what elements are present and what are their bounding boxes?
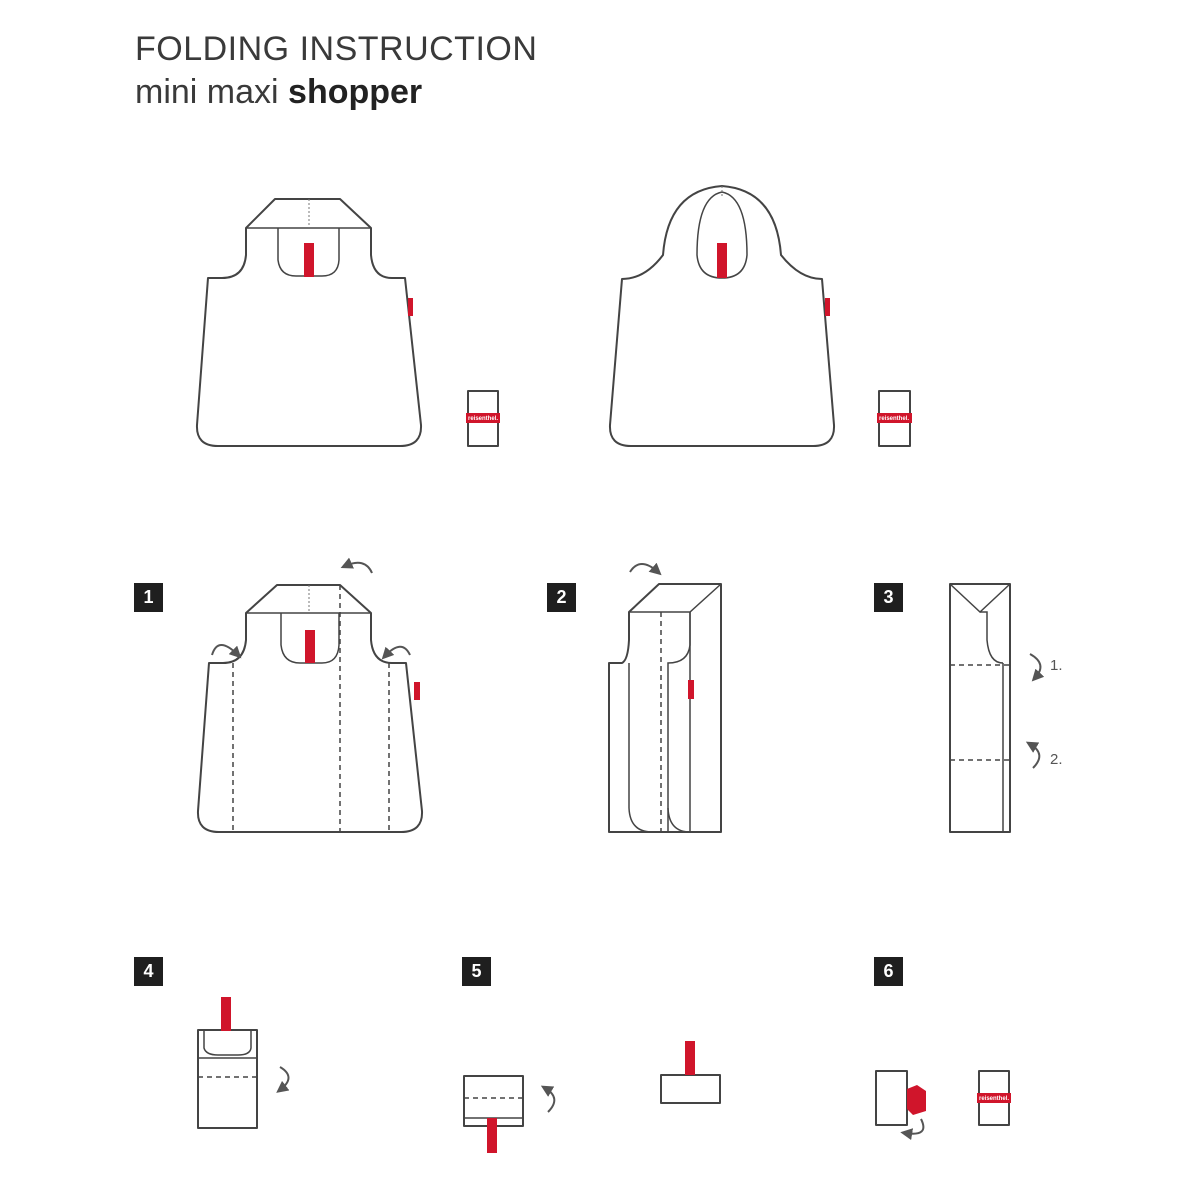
step-badge-4: 4	[134, 957, 163, 986]
bag-round-top	[608, 185, 836, 447]
page-title: FOLDING INSTRUCTION	[135, 30, 538, 68]
step-3-diagram	[949, 583, 1045, 833]
step-3-sub-label-1: 1.	[1050, 657, 1063, 674]
step-1-diagram	[196, 557, 424, 833]
step-6-diagram: reisenthel.	[875, 1070, 1011, 1141]
step-badge-3: 3	[874, 583, 903, 612]
subtitle-bold: shopper	[288, 73, 423, 111]
subtitle-light: mini maxi	[135, 73, 279, 111]
loop-tab	[304, 243, 314, 277]
step-4-diagram	[197, 997, 290, 1129]
step-5-diagram	[463, 1041, 721, 1153]
brand-text: reisenthel.	[879, 416, 909, 422]
step-2-diagram	[608, 562, 722, 833]
side-label	[408, 298, 413, 316]
page-subtitle: mini maxi shopper	[135, 73, 422, 112]
brand-text: reisenthel.	[468, 416, 498, 422]
step-badge-6: 6	[874, 957, 903, 986]
step-badge-5: 5	[462, 957, 491, 986]
folded-pouch-1: reisenthel.	[466, 390, 500, 447]
step-badge-2: 2	[547, 583, 576, 612]
loop-tab	[717, 243, 727, 278]
side-label	[825, 298, 830, 316]
bag-flat-top	[195, 198, 423, 447]
folded-pouch-2: reisenthel.	[877, 390, 912, 447]
step-badge-1: 1	[134, 583, 163, 612]
step-3-sub-label-2: 2.	[1050, 751, 1063, 768]
brand-text: reisenthel.	[979, 1096, 1009, 1102]
